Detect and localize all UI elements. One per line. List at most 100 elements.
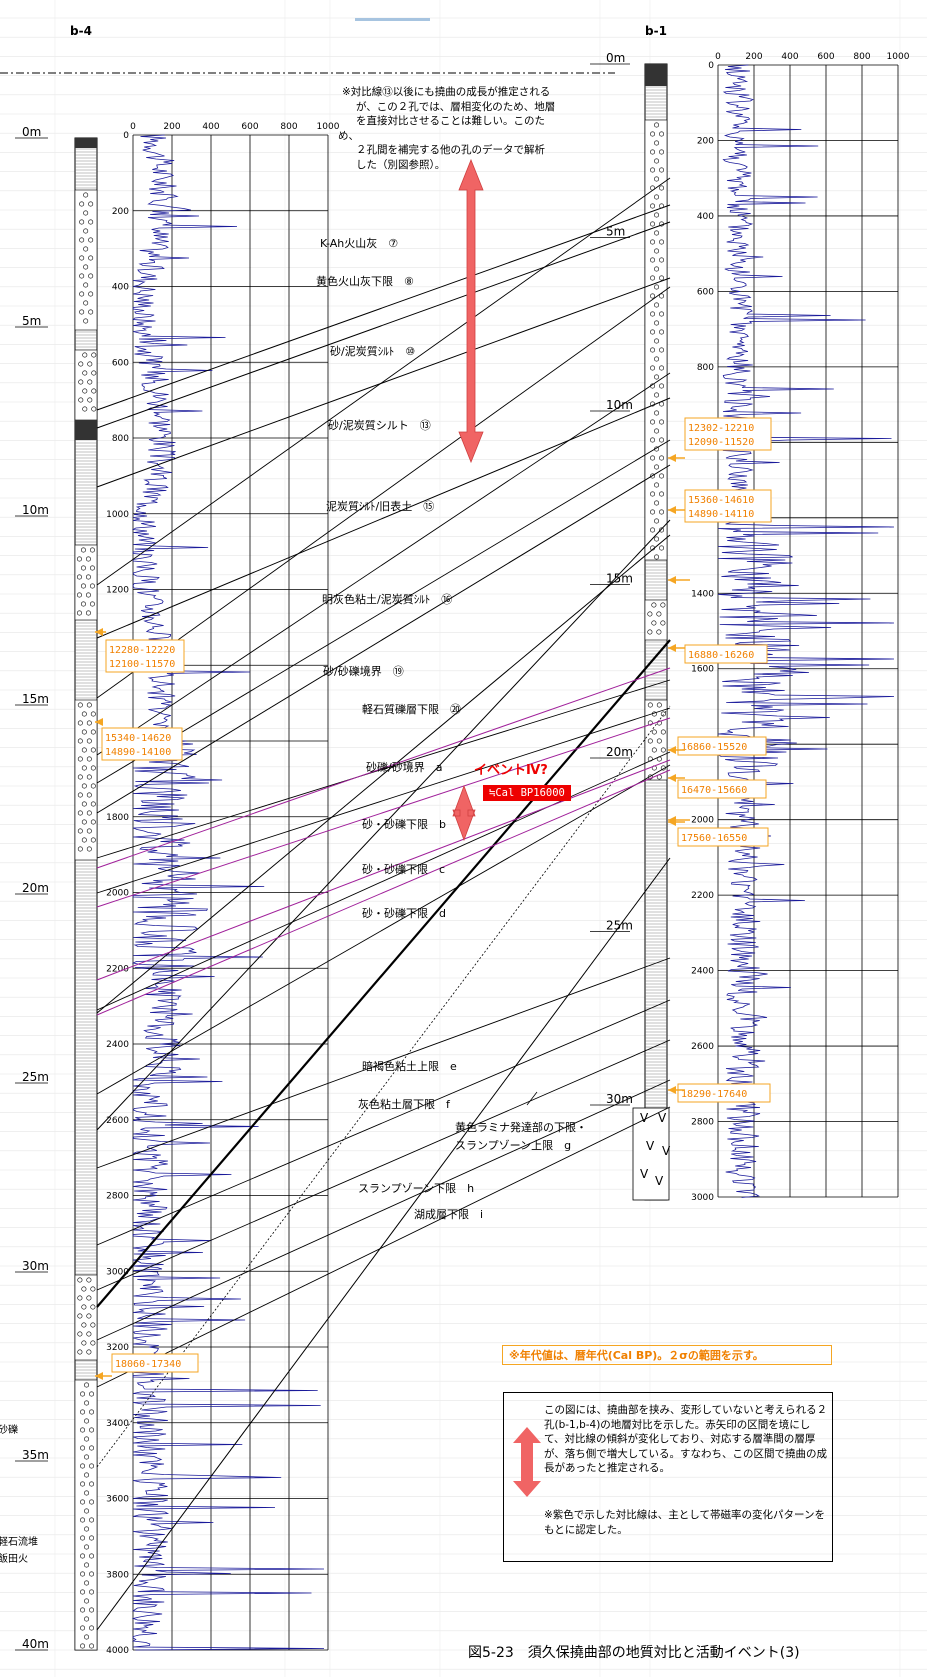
gravel-clast	[651, 620, 657, 626]
gravel-clast	[84, 1634, 90, 1640]
log-x-tick: 200	[163, 122, 180, 132]
log-y-tick: 400	[112, 283, 129, 293]
gravel-clast	[80, 1553, 86, 1559]
volcanic-mark: V	[640, 1111, 649, 1125]
horizon-label: 砂・砂礫下限 b	[362, 817, 446, 831]
gravel-clast	[659, 419, 665, 425]
gravel-clast	[84, 1598, 90, 1604]
correlation-line	[96, 519, 671, 1131]
gravel-clast	[81, 819, 87, 825]
age-arrow-head	[668, 816, 676, 824]
correlation-line	[96, 999, 671, 1246]
gravel-clast	[84, 1580, 90, 1586]
gravel-clast	[659, 239, 665, 245]
horizon-label: スランプゾーン下限 h	[358, 1182, 474, 1195]
gravel-clast	[80, 1517, 86, 1523]
gravel-clast	[77, 1295, 83, 1301]
gravel-clast	[85, 574, 91, 580]
explanation-footnote: ※紫色で示した対比線は、主として帯磁率の変化パターンをもとに認定した。	[544, 1509, 825, 1536]
log-y-tick: 2000	[691, 816, 714, 826]
gravel-clast	[659, 329, 665, 335]
gravel-clast	[81, 783, 87, 789]
gravel-clast	[77, 774, 83, 780]
gravel-clast	[86, 1331, 92, 1337]
log-y-tick: 2200	[106, 964, 129, 974]
depth-label: 5m	[22, 314, 41, 328]
gravel-clast	[659, 311, 665, 317]
gravel-clast	[79, 201, 85, 207]
note-top-line: を直接対比させることは難しい。このた	[356, 115, 545, 127]
volcanic-mark: V	[655, 1174, 664, 1188]
gravel-clast	[89, 1427, 95, 1433]
age-value: 18290-17640	[681, 1089, 747, 1100]
borehole-column-b1: 0m5m10m15m20m25m30mVVVVVV	[590, 51, 671, 1201]
gravel-clast	[89, 1535, 95, 1541]
gravel-clast	[78, 361, 84, 367]
gravel-clast	[86, 720, 92, 726]
horizon-label: 黄色火山灰下限 ⑧	[316, 274, 414, 288]
horizon-label: スランプゾーン上限 g	[455, 1139, 571, 1152]
log-y-tick: 400	[697, 212, 714, 222]
gravel-clast	[654, 158, 660, 164]
gravel-clast	[88, 255, 94, 261]
gravel-clast	[659, 383, 665, 389]
gravel-clast	[84, 1544, 90, 1550]
gravel-clast	[79, 255, 85, 261]
age-value: 14890-14110	[688, 509, 754, 520]
gravel-clast	[80, 583, 86, 589]
age-box	[677, 1083, 771, 1103]
age-value: 18060-17340	[115, 1359, 181, 1370]
gravel-clast	[81, 747, 87, 753]
note-top: ※対比線⑬以後にも撓曲の成長が推定される が、この２孔では、層相変化のため、地層…	[338, 85, 592, 172]
gravel-clast	[659, 509, 665, 515]
gravel-clast	[89, 583, 95, 589]
gravel-clast	[647, 702, 653, 708]
depth-label: 30m	[22, 1259, 49, 1273]
age-arrow-head	[668, 644, 676, 652]
gravel-clast	[89, 1463, 95, 1469]
volcanic-mark: V	[646, 1139, 655, 1153]
log-y-tick: 3000	[691, 1193, 714, 1203]
age-arrow-head	[668, 454, 676, 462]
gravel-clast	[659, 473, 665, 479]
gravel-clast	[654, 230, 660, 236]
gravel-clast	[650, 131, 656, 137]
log-y-tick: 3200	[106, 1343, 129, 1353]
depth-label: 30m	[606, 1092, 633, 1106]
purple-correlation-line	[96, 667, 671, 869]
event-title: イベントⅣ?	[474, 763, 548, 778]
gravel-clast	[656, 629, 662, 635]
gravel-clast	[90, 1322, 96, 1328]
gravel-clast	[659, 257, 665, 263]
gravel-clast	[84, 1490, 90, 1496]
depth-label: 35m	[22, 1448, 49, 1462]
gravel-clast	[86, 1295, 92, 1301]
gravel-clast	[659, 437, 665, 443]
gravel-clast	[80, 1391, 86, 1397]
log-x-tick: 400	[202, 122, 219, 132]
gravel-clast	[654, 554, 660, 560]
gravel-clast	[654, 392, 660, 398]
gravel-clast	[85, 610, 91, 616]
age-value: 17560-16550	[681, 833, 747, 844]
gravel-clast	[659, 293, 665, 299]
gravel-clast	[90, 837, 96, 843]
gravel-clast	[88, 201, 94, 207]
gravel-clast	[659, 545, 665, 551]
gravel-clast	[77, 720, 83, 726]
correlation-line	[96, 286, 671, 699]
age-box	[684, 417, 772, 451]
gravel-clast	[650, 221, 656, 227]
correlation-line	[96, 707, 671, 894]
gravel-clast	[647, 738, 653, 744]
age-value: 16470-15660	[681, 785, 747, 796]
note-top-line: め、	[338, 129, 359, 142]
gravel-clast	[91, 406, 97, 412]
gravel-clast	[89, 1571, 95, 1577]
gravel-clast	[88, 219, 94, 225]
gravel-clast	[89, 601, 95, 607]
gravel-clast	[83, 318, 89, 324]
horizon-label: 砂・砂礫下限 d	[362, 906, 446, 920]
age-arrow-head	[668, 1086, 676, 1094]
red-arrows	[452, 158, 484, 842]
